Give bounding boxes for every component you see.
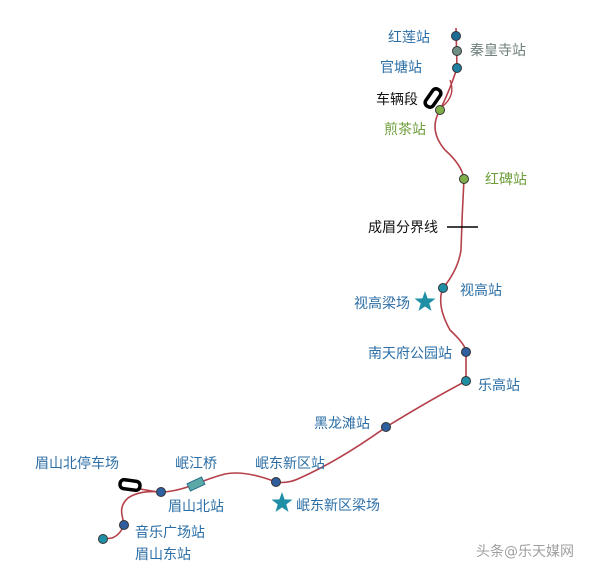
station-label: 黑龙滩站 <box>314 416 370 432</box>
depot-spur <box>442 79 453 107</box>
station-marker <box>461 376 471 386</box>
station-label: 眉山北站 <box>168 499 224 515</box>
station-label: 岷东新区站 <box>255 456 325 472</box>
station-marker <box>381 422 391 432</box>
depot-spur-south <box>139 488 159 493</box>
station-marker <box>452 46 462 56</box>
station-marker <box>271 477 281 487</box>
station-marker <box>451 31 461 41</box>
station-label: 秦皇寺站 <box>470 43 526 59</box>
station-label: 岷东新区梁场 <box>296 498 380 514</box>
station-marker <box>98 534 108 544</box>
station-label: 眉山东站 <box>135 547 191 563</box>
station-label: 官塘站 <box>380 60 422 76</box>
station-label: 乐高站 <box>478 377 520 394</box>
station-marker <box>452 63 462 73</box>
station-label: 眉山北停车场 <box>35 455 119 472</box>
station-marker <box>438 283 448 293</box>
station-marker <box>461 347 471 357</box>
yard-star-icon <box>414 291 436 311</box>
depot-icon <box>423 87 443 109</box>
station-label: 岷江桥 <box>175 456 217 472</box>
station-marker <box>459 174 469 184</box>
station-label: 红碑站 <box>485 172 527 188</box>
station-label: 视高站 <box>460 282 502 299</box>
station-label: 煎茶站 <box>384 122 426 138</box>
depot-icon <box>118 477 142 493</box>
yard-star-icon <box>271 492 293 512</box>
station-marker <box>119 520 129 530</box>
station-label: 车辆段 <box>376 91 418 108</box>
watermark: 头条@乐天媒网 <box>476 543 574 560</box>
station-label: 音乐广场站 <box>135 524 205 541</box>
bridge-icon <box>186 476 206 492</box>
station-marker <box>435 105 445 115</box>
station-label: 红莲站 <box>388 30 430 46</box>
station-label: 南天府公园站 <box>368 346 452 362</box>
station-label: 成眉分界线 <box>368 220 438 236</box>
station-marker <box>156 487 166 497</box>
station-label: 视高梁场 <box>354 295 410 312</box>
